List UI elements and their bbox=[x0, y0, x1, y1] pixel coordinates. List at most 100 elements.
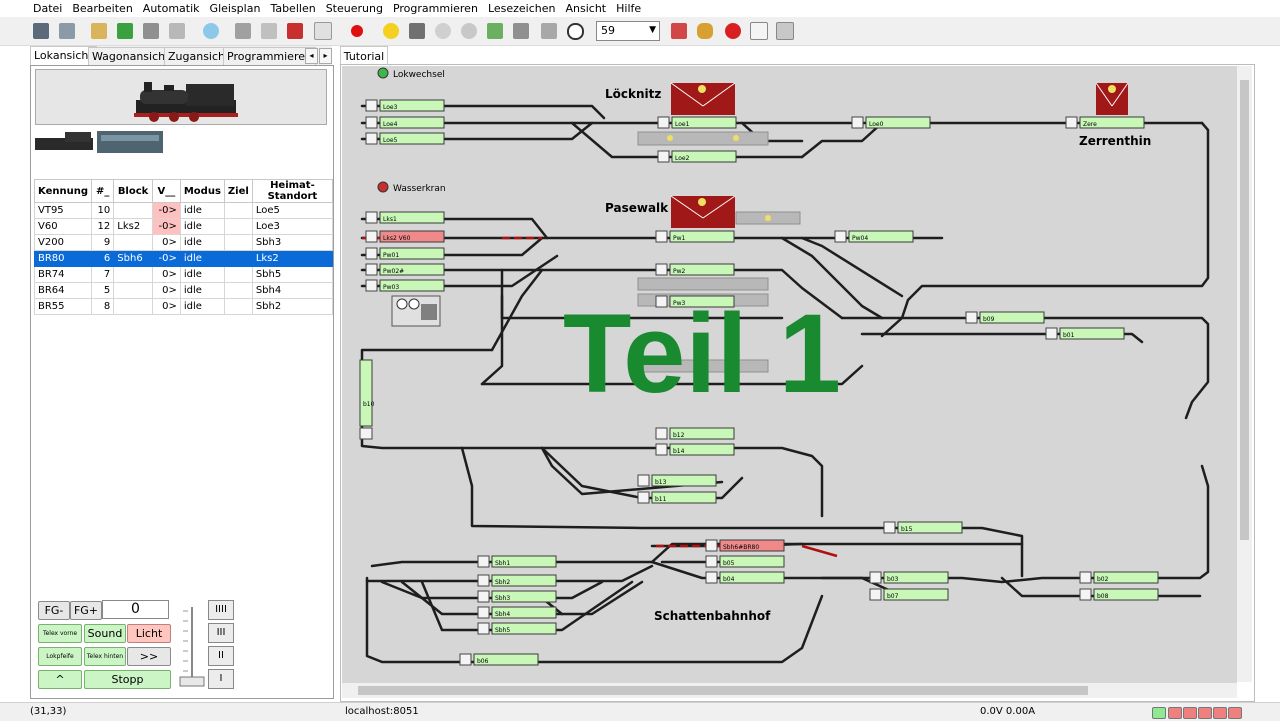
track-block[interactable]: Sbh6#BR80 bbox=[705, 539, 785, 552]
menu-item[interactable]: Programmieren bbox=[392, 2, 478, 15]
track-block[interactable]: b14 bbox=[655, 443, 735, 456]
smiley-icon[interactable] bbox=[380, 20, 402, 42]
track-block[interactable]: Sbh2 bbox=[477, 574, 557, 587]
pen-icon[interactable] bbox=[258, 20, 280, 42]
track-block[interactable]: Loe4 bbox=[365, 116, 445, 129]
column-header[interactable]: V__ bbox=[151, 179, 181, 203]
horizontal-scrollbar[interactable] bbox=[342, 683, 1237, 698]
speed-step-2-button[interactable]: II bbox=[208, 646, 234, 666]
column-header[interactable]: Modus bbox=[179, 179, 225, 203]
print-icon[interactable] bbox=[140, 20, 162, 42]
track-block[interactable]: Pw04 bbox=[834, 230, 914, 243]
column-header[interactable]: Kennung bbox=[34, 179, 92, 203]
folder-open-icon[interactable] bbox=[88, 20, 110, 42]
track-block[interactable]: b02 bbox=[1079, 571, 1159, 584]
magnifier-icon[interactable] bbox=[458, 20, 480, 42]
speed-spinner[interactable]: 59▼ bbox=[596, 21, 660, 41]
layout-icon[interactable] bbox=[30, 20, 52, 42]
house-icon[interactable] bbox=[284, 20, 306, 42]
menu-item[interactable]: Bearbeiten bbox=[72, 2, 133, 15]
menu-item[interactable]: Gleisplan bbox=[209, 2, 261, 15]
fg-minus-button[interactable]: FG- bbox=[38, 601, 70, 620]
track-block[interactable]: Zere bbox=[1065, 116, 1145, 129]
track-block[interactable]: Pw1 bbox=[655, 230, 735, 243]
grid-icon[interactable] bbox=[484, 20, 506, 42]
tab-lokansicht[interactable]: Lokansicht bbox=[30, 46, 97, 66]
track-block[interactable]: b10 bbox=[359, 359, 375, 440]
speed-step-3-button[interactable]: III bbox=[208, 623, 234, 643]
telex-front-button[interactable]: Telex vorne bbox=[38, 624, 82, 643]
calculator-icon[interactable] bbox=[774, 20, 796, 42]
tab-scroll-right-icon[interactable]: ▸ bbox=[319, 48, 332, 64]
track-block[interactable]: Pw3 bbox=[655, 295, 735, 308]
track-block[interactable]: Pw03 bbox=[365, 279, 445, 292]
network-icon[interactable] bbox=[56, 20, 78, 42]
column-header[interactable]: Block bbox=[113, 179, 153, 203]
menu-item[interactable]: Steuerung bbox=[325, 2, 383, 15]
track-block[interactable]: b12 bbox=[655, 427, 735, 440]
track-block[interactable]: Sbh1 bbox=[477, 555, 557, 568]
track-block[interactable]: Lks2 V60 bbox=[365, 230, 445, 243]
track-block[interactable]: Pw01 bbox=[365, 247, 445, 260]
download-icon[interactable] bbox=[114, 20, 136, 42]
fg-plus-button[interactable]: FG+ bbox=[70, 601, 102, 620]
menu-item[interactable]: Automatik bbox=[142, 2, 200, 15]
tab-wagonansicht[interactable]: Wagonansicht bbox=[88, 47, 174, 65]
track-block[interactable]: b13 bbox=[637, 474, 717, 487]
bell-icon[interactable] bbox=[432, 20, 454, 42]
shuffle-icon[interactable] bbox=[510, 20, 532, 42]
column-header[interactable]: Ziel bbox=[223, 179, 253, 203]
link-icon[interactable] bbox=[232, 20, 254, 42]
track-block[interactable]: b11 bbox=[637, 491, 717, 504]
tab-zugansicht[interactable]: Zugansicht bbox=[164, 47, 234, 65]
tab-programmieren[interactable]: Programmieren bbox=[223, 47, 316, 65]
track-block[interactable]: Sbh3 bbox=[477, 590, 557, 603]
track-block[interactable]: b09 bbox=[965, 311, 1045, 324]
menu-item[interactable]: Tabellen bbox=[270, 2, 316, 15]
track-block[interactable]: b04 bbox=[705, 571, 785, 584]
menu-item[interactable]: Datei bbox=[33, 2, 63, 15]
track-block[interactable]: Loe0 bbox=[851, 116, 931, 129]
vertical-scrollbar[interactable] bbox=[1237, 66, 1252, 682]
track-block[interactable]: Pw02# bbox=[365, 263, 445, 276]
close-icon[interactable] bbox=[312, 20, 334, 42]
next-functions-button[interactable]: >> bbox=[127, 647, 171, 666]
track-block[interactable]: Loe2 bbox=[657, 150, 737, 163]
track-block[interactable]: Loe1 bbox=[657, 116, 737, 129]
document-icon[interactable] bbox=[748, 20, 770, 42]
track-block[interactable]: Sbh5 bbox=[477, 622, 557, 635]
speed-slider[interactable] bbox=[179, 603, 205, 688]
whistle-button[interactable]: Lokpfeife bbox=[38, 647, 82, 666]
consist-thumbnails[interactable] bbox=[33, 128, 167, 156]
lightbulb-icon[interactable] bbox=[200, 20, 222, 42]
track-block[interactable]: b03 bbox=[869, 571, 949, 584]
record-icon[interactable] bbox=[346, 20, 368, 42]
track-block[interactable]: b07 bbox=[869, 588, 949, 601]
tab-tutorial[interactable]: Tutorial bbox=[340, 46, 388, 66]
settings-icon[interactable] bbox=[538, 20, 560, 42]
speed-step-4-button[interactable]: IIII bbox=[208, 600, 234, 620]
track-block[interactable]: b01 bbox=[1045, 327, 1125, 340]
direction-button[interactable]: ^ bbox=[38, 670, 82, 689]
menu-item[interactable]: Hilfe bbox=[616, 2, 642, 15]
track-block[interactable]: Sbh4 bbox=[477, 606, 557, 619]
track-block[interactable]: Lks1 bbox=[365, 211, 445, 224]
stop-button[interactable]: Stopp bbox=[84, 670, 171, 689]
tab-scroll-left-icon[interactable]: ◂ bbox=[305, 48, 318, 64]
track-block[interactable]: Loe3 bbox=[365, 99, 445, 112]
gear-red-icon[interactable] bbox=[722, 20, 744, 42]
column-header[interactable]: Heimat-Standort bbox=[251, 179, 334, 203]
chart-icon[interactable] bbox=[668, 20, 690, 42]
menu-item[interactable]: Ansicht bbox=[565, 2, 607, 15]
telex-back-button[interactable]: Telex hinten bbox=[84, 647, 126, 666]
track-block[interactable]: b08 bbox=[1079, 588, 1159, 601]
undo-icon[interactable] bbox=[166, 20, 188, 42]
track-block[interactable]: Pw2 bbox=[655, 263, 735, 276]
track-block[interactable]: b15 bbox=[883, 521, 963, 534]
track-plan[interactable]: Lokwechsel Wasserkran Löcknitz Pasewalk … bbox=[342, 66, 1237, 684]
locomotive-icon[interactable] bbox=[406, 20, 428, 42]
